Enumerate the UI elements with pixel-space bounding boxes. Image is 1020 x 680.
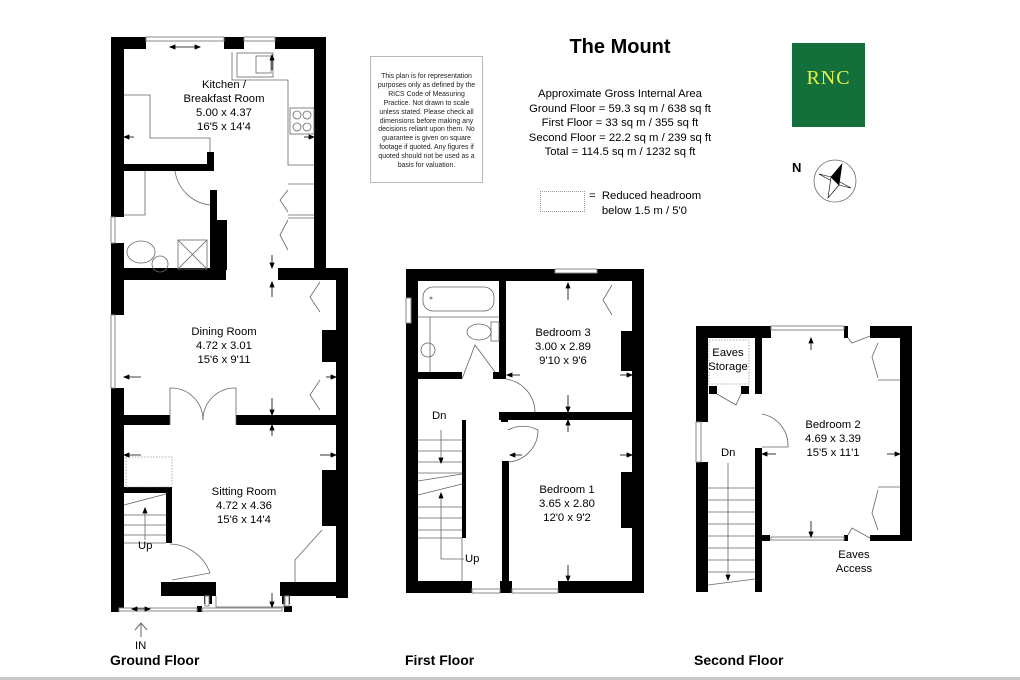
area-first-floor: First Floor = 33 sq m / 355 sq ft <box>541 117 699 129</box>
disclaimer-text: This plan is for representation purposes… <box>377 73 476 170</box>
room-imperial: 15'6 x 14'4 <box>217 514 271 526</box>
room-label-kitchen: Kitchen / Breakfast Room 5.00 x 4.37 16'… <box>184 78 265 134</box>
legend-equals: = <box>589 190 596 202</box>
room-imperial: 16'5 x 14'4 <box>197 121 251 133</box>
area-ground-floor: Ground Floor = 59.3 sq m / 638 sq ft <box>529 102 711 115</box>
room-imperial: 15'6 x 9'11 <box>197 354 251 366</box>
room-metric: 4.72 x 3.01 <box>196 340 252 352</box>
second-floor-plan <box>695 325 912 592</box>
first-floor-plan <box>405 268 644 594</box>
legend-text: = Reduced headroom below 1.5 m / 5'0 <box>589 189 701 218</box>
room-label-bedroom-2: Bedroom 2 4.69 x 3.39 15'5 x 11'1 <box>805 418 861 460</box>
area-heading: Approximate Gross Internal Area <box>538 88 702 100</box>
disclaimer-box: This plan is for representation purposes… <box>370 56 483 183</box>
room-name: Dining Room <box>191 326 257 338</box>
eaves-access-label: Eaves Access <box>835 549 873 575</box>
room-name: Bedroom 1 <box>539 484 595 496</box>
room-label-bedroom-1: Bedroom 1 3.65 x 2.80 12'0 x 9'2 <box>539 483 595 525</box>
rnc-logo: RNC <box>792 43 865 127</box>
area-summary: Approximate Gross Internal Area Ground F… <box>520 87 720 160</box>
legend-description: Reduced headroom below 1.5 m / 5'0 <box>601 190 702 217</box>
room-metric: 3.65 x 2.80 <box>539 498 595 510</box>
area-total: Total = 114.5 sq m / 1232 sq ft <box>544 146 696 158</box>
eaves-storage-label: Eaves Storage <box>708 347 748 373</box>
room-name-line2: Breakfast Room <box>183 93 265 105</box>
room-metric: 4.69 x 3.39 <box>805 433 861 445</box>
room-label-sitting: Sitting Room 4.72 x 4.36 15'6 x 14'4 <box>212 485 277 527</box>
room-metric: 5.00 x 4.37 <box>196 107 252 119</box>
room-name: Bedroom 3 <box>535 327 591 339</box>
entrance-label: IN <box>135 640 147 652</box>
stairs-up-label: Up <box>465 553 480 565</box>
room-name: Bedroom 2 <box>805 419 861 431</box>
room-metric: 3.00 x 2.89 <box>535 341 591 353</box>
logo-text: RNC <box>806 67 851 89</box>
room-imperial: 9'10 x 9'6 <box>539 355 587 367</box>
room-label-bedroom-3: Bedroom 3 3.00 x 2.89 9'10 x 9'6 <box>535 326 591 368</box>
area-second-floor: Second Floor = 22.2 sq m / 239 sq ft <box>528 131 712 144</box>
reduced-headroom-swatch <box>540 191 585 212</box>
room-metric: 4.72 x 4.36 <box>216 500 272 512</box>
compass-rose-icon <box>813 159 857 203</box>
north-label: N <box>792 160 802 175</box>
room-name: Sitting Room <box>211 486 277 498</box>
first-floor-label: First Floor <box>405 652 475 668</box>
stairs-down-label: Dn <box>721 447 736 459</box>
room-imperial: 12'0 x 9'2 <box>543 512 591 524</box>
room-imperial: 15'5 x 11'1 <box>806 447 860 459</box>
property-title: The Mount <box>569 36 671 58</box>
room-name: Kitchen / <box>202 79 246 91</box>
ground-floor-label: Ground Floor <box>110 652 200 668</box>
bottom-divider <box>0 677 1020 680</box>
ground-floor-plan <box>110 36 348 637</box>
stairs-up-label: Up <box>138 540 153 552</box>
second-floor-label: Second Floor <box>694 652 784 668</box>
room-label-dining: Dining Room 4.72 x 3.01 15'6 x 9'11 <box>191 325 256 367</box>
stairs-down-label: Dn <box>432 410 447 422</box>
